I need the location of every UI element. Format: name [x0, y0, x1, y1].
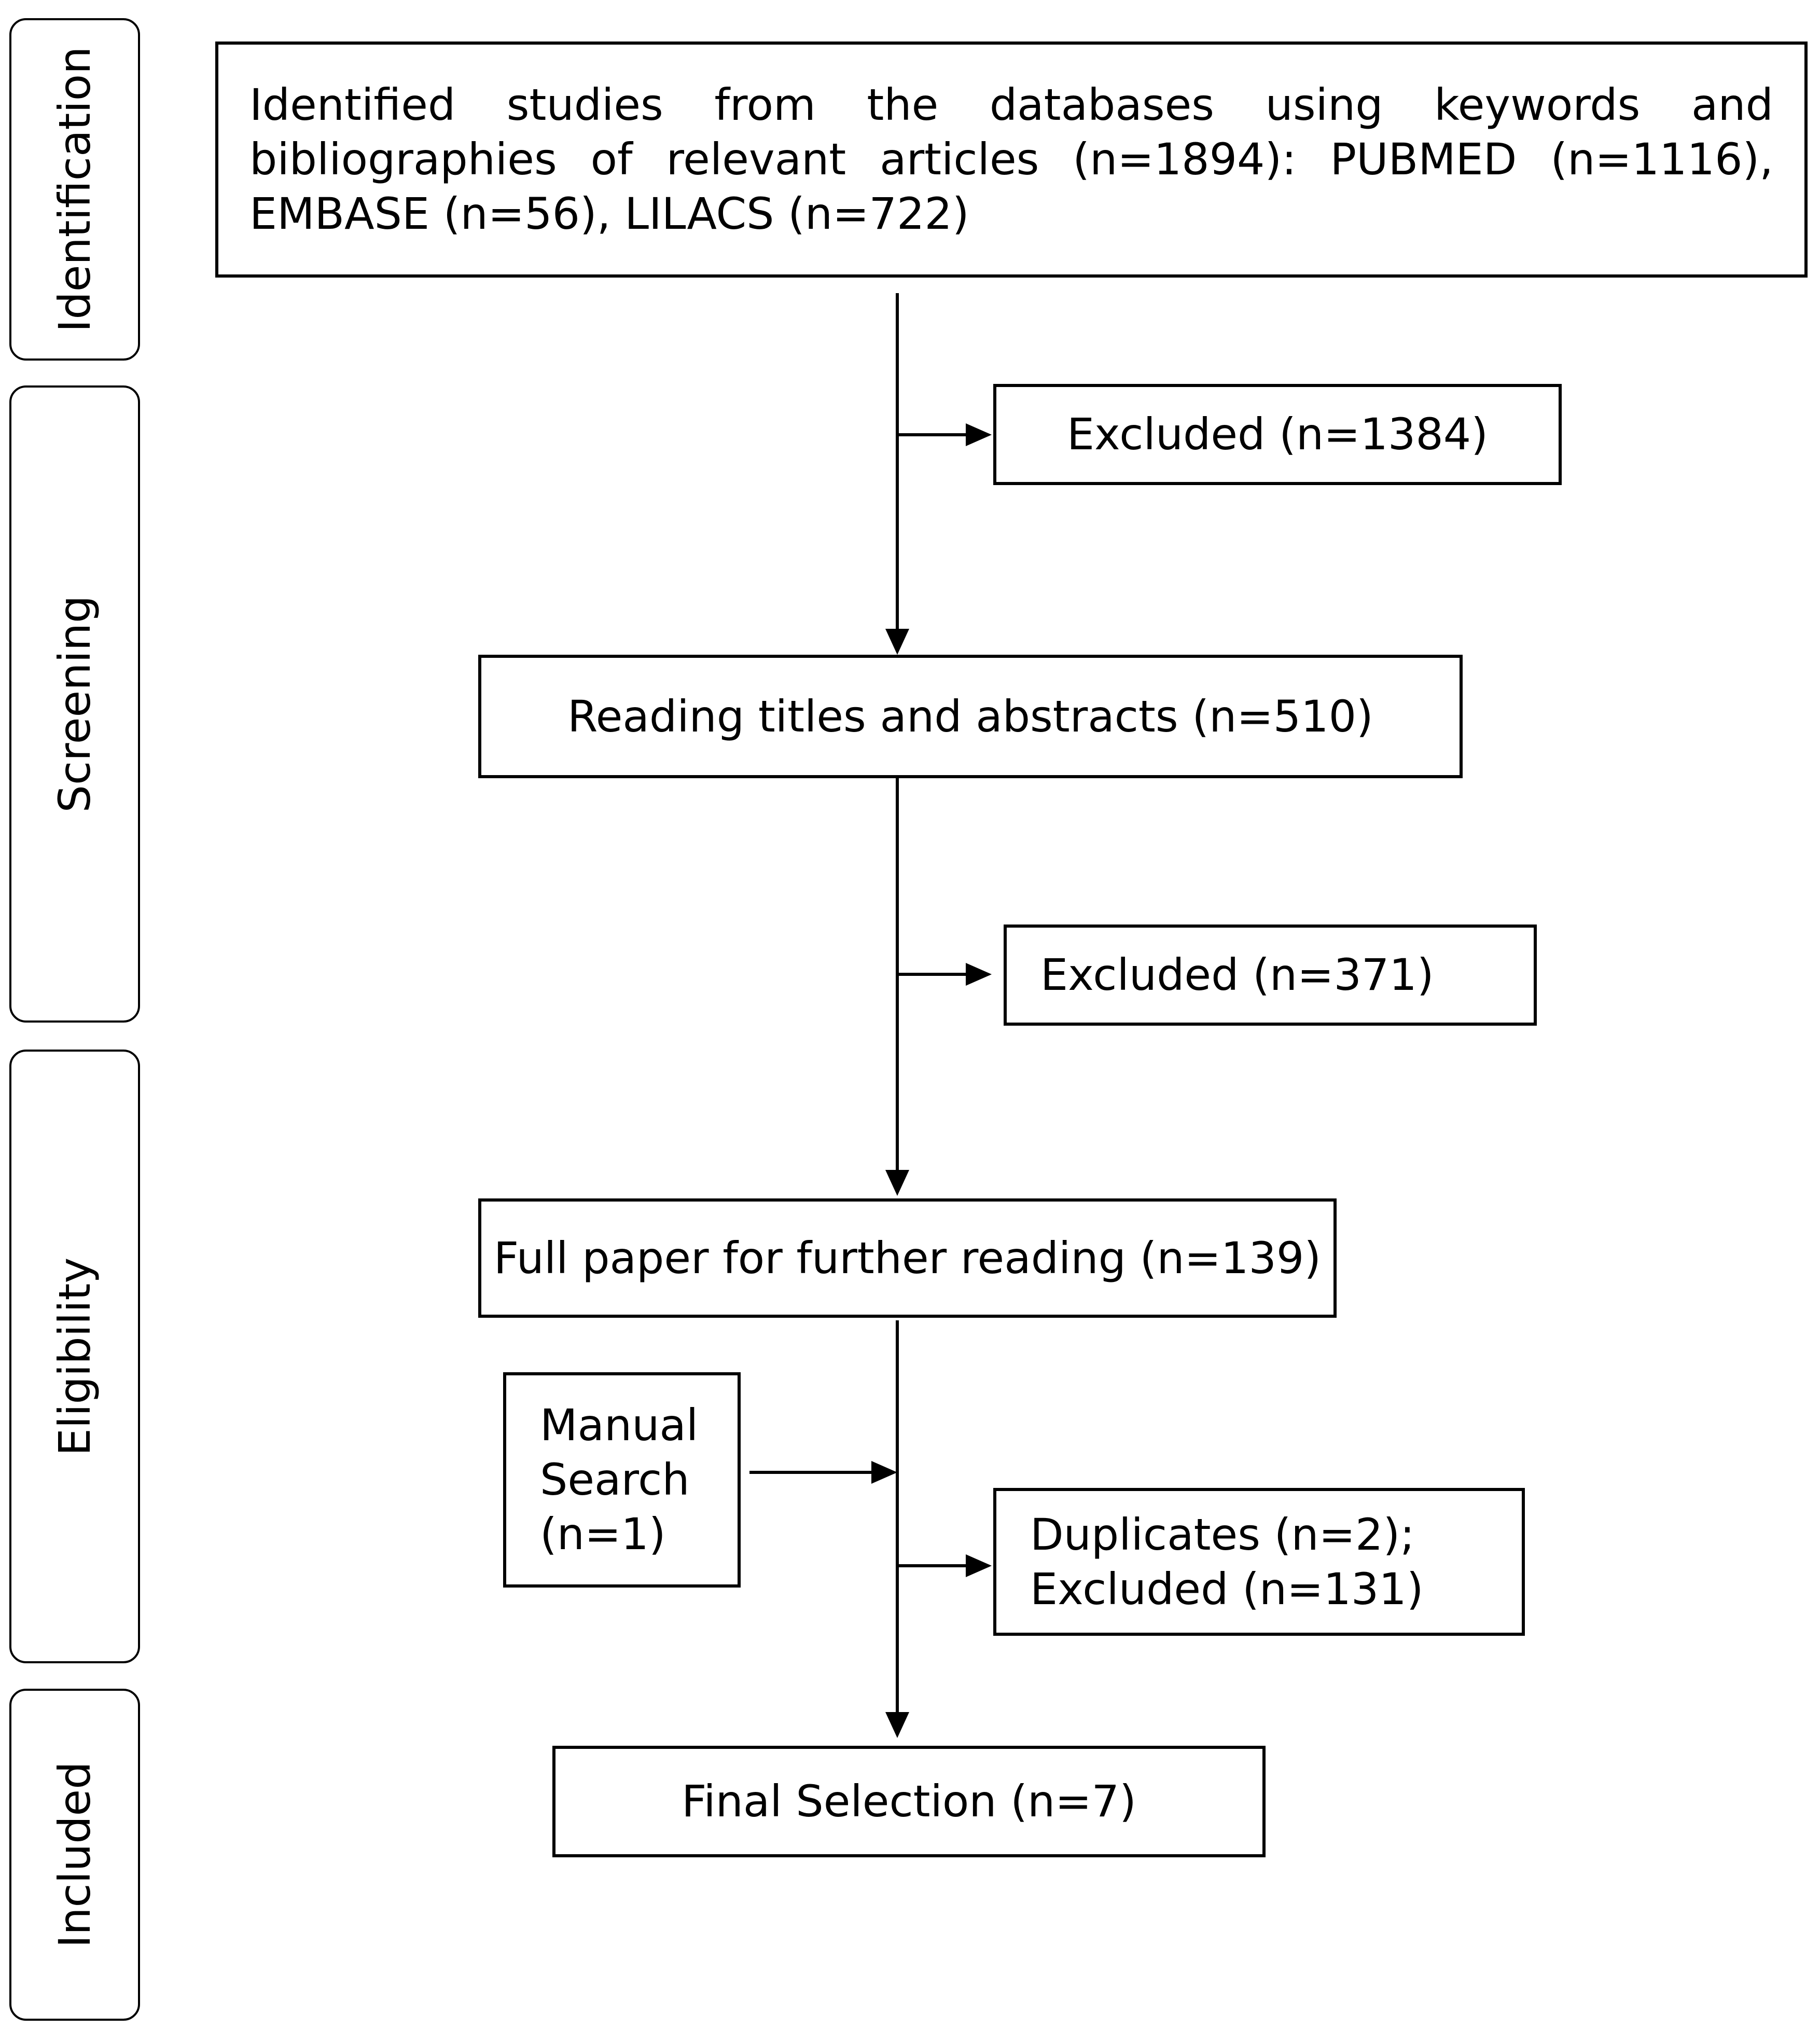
box-full-paper-text: Full paper for further reading (n=139) [493, 1232, 1322, 1284]
box-excluded-371: Excluded (n=371) [1004, 925, 1537, 1026]
box-excluded-1384: Excluded (n=1384) [993, 384, 1562, 485]
arrowhead-right-duplicates [966, 1554, 992, 1577]
box-duplicates-line2: Excluded (n=131) [1030, 1563, 1424, 1615]
arrowhead-right-excluded-2 [966, 963, 992, 986]
arrowhead-down-final [885, 1712, 909, 1738]
box-excluded-1384-text: Excluded (n=1384) [1066, 409, 1489, 460]
box-manual-search-line1: Manual [540, 1400, 699, 1451]
box-manual-search-line2: Search [540, 1454, 690, 1505]
stage-included: Included [9, 1689, 140, 2021]
arrowhead-down-reading [885, 629, 909, 655]
box-full-paper: Full paper for further reading (n=139) [478, 1198, 1337, 1318]
box-final-selection-text: Final Selection (n=7) [682, 1776, 1136, 1827]
box-manual-search: Manual Search (n=1) [503, 1372, 741, 1588]
arrowhead-right-manual-search [871, 1461, 897, 1484]
box-excluded-371-text: Excluded (n=371) [1040, 949, 1434, 1000]
box-duplicates-excluded: Duplicates (n=2); Excluded (n=131) [993, 1488, 1525, 1636]
box-duplicates-line1: Duplicates (n=2); [1030, 1509, 1415, 1560]
stage-eligibility: Eligibility [9, 1050, 140, 1663]
arrowhead-down-fullpaper [885, 1170, 909, 1196]
box-identified-text: Identified studies from the databases us… [249, 79, 1773, 239]
stage-screening: Screening [9, 385, 140, 1023]
box-manual-search-line3: (n=1) [540, 1509, 666, 1560]
box-reading-titles-text: Reading titles and abstracts (n=510) [567, 691, 1373, 742]
box-reading-titles: Reading titles and abstracts (n=510) [478, 655, 1463, 778]
box-identified-studies: Identified studies from the databases us… [215, 42, 1808, 278]
stage-identification: Identification [9, 18, 140, 361]
box-final-selection: Final Selection (n=7) [552, 1746, 1266, 1857]
arrowhead-right-excluded-1 [966, 423, 992, 446]
